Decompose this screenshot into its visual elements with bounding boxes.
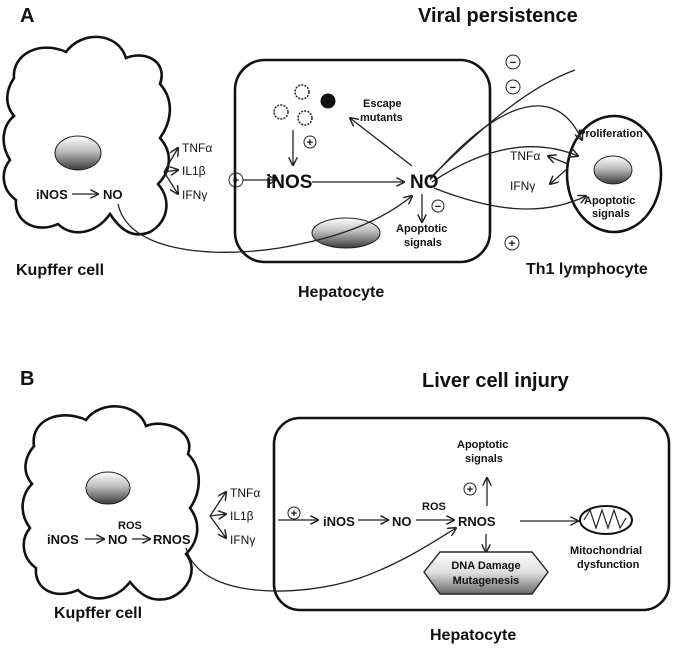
kupffer-b-inos: iNOS <box>47 532 79 547</box>
kupffer-b-rnos: RNOS <box>153 532 191 547</box>
minus-sign-icon <box>505 79 521 95</box>
hepatocyte-b-ros: ROS <box>422 501 446 513</box>
cytokine-b-il1b: IL1β <box>230 509 254 523</box>
hepatocyte-b-no: NO <box>392 514 412 529</box>
cytokine-a-il1b: IL1β <box>182 164 206 178</box>
cytokine-a-ifng: IFNγ <box>182 188 207 202</box>
kupffer-cell-b-membrane <box>21 405 201 601</box>
hepatocyte-a-inos: iNOS <box>266 172 312 193</box>
panel-b-label: B <box>20 368 34 390</box>
plus-sign-label: + <box>307 137 313 149</box>
dna-damage-box <box>423 551 549 595</box>
kupffer-a-inos: iNOS <box>36 187 68 202</box>
hepatocyte-b-apoptotic-2: signals <box>465 453 503 465</box>
hepatocyte-b-rnos: RNOS <box>458 514 496 529</box>
kupffer-a-nucleus <box>54 135 102 171</box>
cytokine-b-tnf: TNFα <box>230 486 260 500</box>
minus-sign-icon <box>505 54 521 70</box>
hepatocyte-a-caption: Hepatocyte <box>298 284 384 301</box>
no-to-th1-curve <box>429 69 576 179</box>
kupffer-cell-b: iNOS NO ROS RNOS Kupffer cell <box>21 405 201 622</box>
kupffer-b-nucleus <box>85 471 131 505</box>
kupffer-b-ros: ROS <box>118 520 142 532</box>
cytokine-a-tnf: TNFα <box>182 141 212 155</box>
kupffer-cell-a: iNOS NO Kupffer cell <box>2 35 172 279</box>
th1-proliferation: Proliferation <box>578 128 643 140</box>
plus-sign-label: + <box>467 484 473 496</box>
minus-sign-label: − <box>510 82 516 94</box>
minus-sign-label: − <box>435 201 441 213</box>
plus-sign-icon <box>287 506 301 520</box>
kupffer-a-caption: Kupffer cell <box>16 262 104 279</box>
panel-a: A Viral persistence iNOS NO Kupffer cell… <box>2 5 663 301</box>
th1-lymphocyte: Proliferation Apoptotic signals Th1 lymp… <box>526 114 663 278</box>
mutant-virus-icon <box>320 93 336 109</box>
kupffer-a-no: NO <box>103 187 123 202</box>
hepatocyte-a-apoptotic-2: signals <box>404 237 442 249</box>
hepatocyte-b-apoptotic-1: Apoptotic <box>457 439 508 451</box>
plus-sign-icon <box>504 235 520 251</box>
th1-cytokine-ifng: IFNγ <box>510 179 535 193</box>
th1-apoptotic-1: Apoptotic <box>584 195 635 207</box>
virus-particle-icon <box>273 104 289 120</box>
mito-label-2: dysfunction <box>577 559 640 571</box>
virus-particle-icon <box>294 84 310 100</box>
hepatocyte-b: iNOS NO ROS RNOS + Apoptotic signals Mit… <box>272 416 671 644</box>
kupffer-b-no: NO <box>108 532 128 547</box>
th1-cytokine-tnf: TNFα <box>510 149 540 163</box>
mito-label-1: Mitochondrial <box>570 545 642 557</box>
plus-sign-icon <box>303 135 317 149</box>
mitochondrion-icon <box>579 505 633 535</box>
escape-label-2: mutants <box>360 112 403 124</box>
plus-sign-icon <box>463 482 477 496</box>
dna-label-1: DNA Damage <box>451 560 520 572</box>
hepatocyte-b-membrane <box>272 416 671 612</box>
virus-particle-icon <box>297 110 313 126</box>
dna-label-2: Mutagenesis <box>453 575 520 587</box>
th1-nucleus <box>593 155 633 185</box>
cytokine-b-ifng: IFNγ <box>230 533 255 547</box>
th1-apoptotic-2: signals <box>592 208 630 220</box>
kupffer-b-caption: Kupffer cell <box>54 605 142 622</box>
plus-sign-label: + <box>509 238 515 250</box>
kupffer-cell-a-membrane <box>2 35 172 236</box>
hepatocyte-b-caption: Hepatocyte <box>430 627 516 644</box>
plus-sign-label: + <box>291 508 297 520</box>
panel-b-title: Liver cell injury <box>422 370 570 392</box>
panel-a-title: Viral persistence <box>418 5 578 27</box>
hepatocyte-a-membrane <box>233 58 492 264</box>
minus-sign-label: − <box>510 57 516 69</box>
hepatocyte-a: + iNOS NO Escape mutants − Apoptotic sig… <box>233 58 492 301</box>
hepatocyte-b-inos: iNOS <box>323 514 355 529</box>
minus-sign-icon <box>431 199 445 213</box>
th1-membrane <box>565 114 663 234</box>
escape-label-1: Escape <box>363 98 402 110</box>
panel-a-label: A <box>20 5 34 27</box>
th1-caption: Th1 lymphocyte <box>526 261 648 278</box>
panel-b: B Liver cell injury iNOS NO ROS RNOS Kup… <box>20 368 671 644</box>
hepatocyte-a-apoptotic-1: Apoptotic <box>396 223 447 235</box>
